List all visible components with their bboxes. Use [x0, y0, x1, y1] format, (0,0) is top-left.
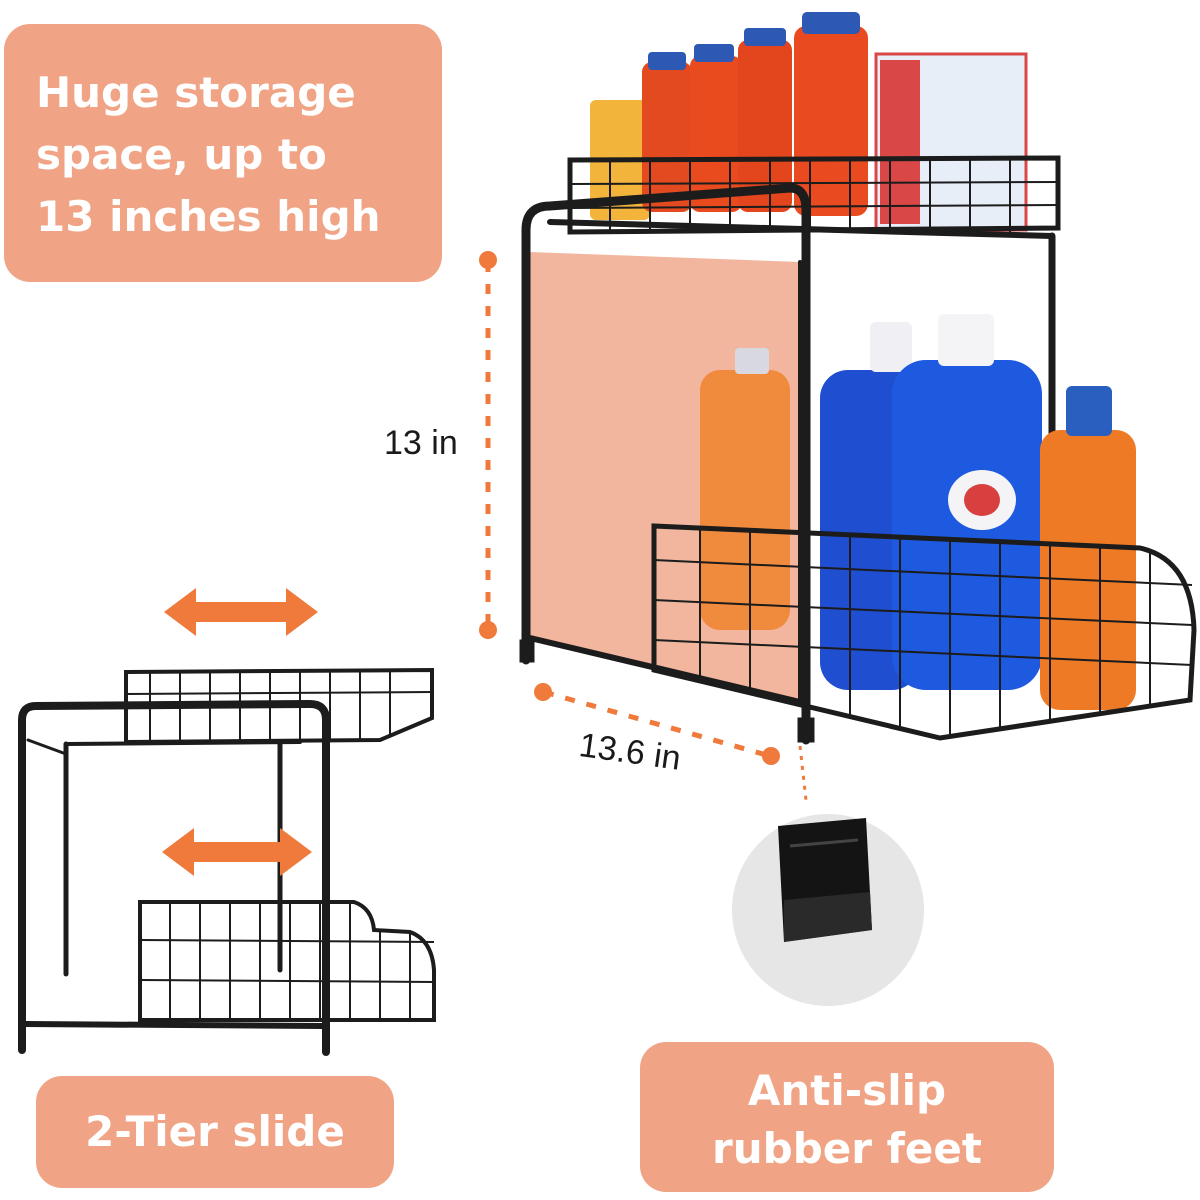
slide-rack-frame [18, 699, 330, 1056]
slide-arrow-lower-icon [162, 828, 312, 876]
slide-arrow-top-icon [164, 588, 318, 636]
slide-rack-image [18, 588, 436, 1056]
rubber-foot-closeup [732, 814, 924, 1006]
slide-lower-basket [138, 900, 436, 1022]
feet-pointer-line [798, 745, 808, 801]
storage-callout-line: Huge storage [36, 68, 356, 117]
feet-callout-line: rubber feet [712, 1124, 982, 1173]
feet-callout-line: Anti-slip [747, 1066, 947, 1115]
feet-callout: Anti-slip rubber feet [640, 1042, 1054, 1192]
height-label: 13 in [384, 424, 458, 462]
slide-top-basket [124, 667, 434, 745]
storage-callout-line: 13 inches high [36, 192, 381, 241]
width-dimension-line [534, 683, 780, 765]
slide-callout: 2-Tier slide [36, 1076, 394, 1188]
storage-callout: Huge storage space, up to 13 inches high [4, 24, 442, 282]
storage-callout-line: space, up to [36, 130, 327, 179]
lower-basket [651, 523, 1197, 741]
height-dimension-line [479, 251, 497, 639]
main-rack-image [519, 12, 1197, 745]
